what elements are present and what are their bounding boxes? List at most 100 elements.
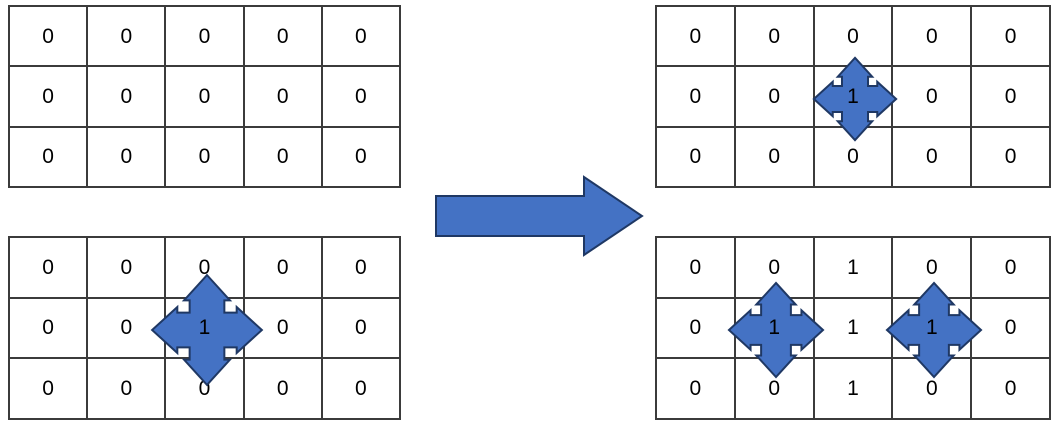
cell-value: 0 [120, 145, 133, 169]
cell-value: 0 [925, 24, 938, 48]
grid-cell: 0 [88, 238, 167, 299]
cell-value: 0 [689, 84, 702, 108]
grid-cell: 0 [10, 67, 89, 128]
cell-value: 0 [847, 24, 859, 48]
grid-cell: 0 [972, 238, 1051, 299]
grid-cell: 0 [244, 67, 323, 128]
cell-value: 0 [689, 24, 702, 48]
grid-cell: 0 [166, 238, 245, 299]
cell-value: 0 [355, 255, 367, 279]
grid-cell: 1 [814, 359, 894, 420]
cell-value: 0 [355, 24, 367, 48]
grid-cell: 0 [322, 67, 401, 128]
cell-value: 0 [276, 84, 289, 108]
grid-cell: 1 [814, 67, 894, 128]
cell-value: 0 [768, 377, 781, 401]
grid-cell: 0 [10, 238, 89, 299]
cell-value: 0 [198, 145, 211, 169]
grid-cell: 0 [10, 359, 89, 420]
cell-value: 1 [768, 316, 781, 340]
grid-cell: 0 [972, 359, 1051, 420]
grid-cell: 0 [88, 298, 167, 360]
grid-cell: 0 [972, 127, 1051, 188]
grid-cell: 0 [657, 359, 736, 420]
grid-cell: 0 [972, 298, 1051, 360]
cell-value: 0 [925, 145, 938, 169]
grid-cell: 0 [735, 238, 815, 299]
grid-cell: 0 [735, 359, 815, 420]
cell-value: 0 [276, 316, 289, 340]
cell-value: 0 [768, 145, 781, 169]
grid-cell: 1 [735, 298, 815, 360]
grid-cell: 0 [10, 7, 89, 68]
grid-cell: 1 [166, 298, 245, 360]
cell-value: 0 [1004, 255, 1017, 279]
grid-cell: 0 [10, 127, 89, 188]
grid-cell: 0 [244, 298, 323, 360]
cell-value: 0 [42, 84, 54, 108]
grid-cell: 0 [893, 7, 973, 68]
cell-value: 0 [355, 316, 367, 340]
grid-cell: 0 [166, 67, 245, 128]
cell-value: 0 [42, 316, 54, 340]
grid-cell: 0 [735, 7, 815, 68]
grid-cell: 0 [972, 7, 1051, 68]
cell-value: 1 [925, 316, 938, 340]
cell-value: 1 [847, 377, 859, 401]
grid-cell: 0 [657, 298, 736, 360]
grid-cell: 0 [893, 127, 973, 188]
grid-cell: 0 [166, 359, 245, 420]
grid-cell: 0 [657, 7, 736, 68]
grid-cell: 0 [88, 7, 167, 68]
grid-cell: 0 [322, 127, 401, 188]
cell-value: 0 [1004, 316, 1017, 340]
cell-value: 0 [768, 255, 781, 279]
cell-value: 0 [689, 377, 702, 401]
grid-cell: 0 [88, 127, 167, 188]
cell-value: 0 [689, 316, 702, 340]
grid-cell: 0 [735, 67, 815, 128]
cell-value: 0 [42, 377, 54, 401]
grid-cell: 0 [893, 238, 973, 299]
grid-cell: 0 [244, 359, 323, 420]
grid-cell: 0 [88, 359, 167, 420]
grid-cell: 1 [893, 298, 973, 360]
grid-cell: 0 [322, 359, 401, 420]
cell-value: 0 [42, 145, 54, 169]
grid-cell: 1 [814, 238, 894, 299]
cell-value: 0 [925, 377, 938, 401]
cell-value: 0 [42, 255, 54, 279]
grid-cell: 0 [322, 238, 401, 299]
grid-cell: 0 [244, 238, 323, 299]
cell-value: 0 [120, 255, 133, 279]
grid-cell: 0 [166, 127, 245, 188]
cell-value: 0 [355, 84, 367, 108]
cell-value: 0 [1004, 377, 1017, 401]
cell-value: 0 [276, 255, 289, 279]
cell-value: 0 [1004, 145, 1017, 169]
cell-value: 0 [198, 255, 211, 279]
grid-cell: 0 [893, 359, 973, 420]
grid-cell: 0 [657, 67, 736, 128]
grid-cell: 0 [814, 7, 894, 68]
grid-cell: 0 [244, 127, 323, 188]
cell-value: 0 [1004, 84, 1017, 108]
cell-value: 0 [198, 24, 211, 48]
cell-value: 0 [120, 84, 133, 108]
grid-cell: 0 [322, 7, 401, 68]
cell-value: 0 [198, 84, 211, 108]
grid-cell: 0 [657, 238, 736, 299]
cell-value: 0 [847, 145, 859, 169]
cell-value: 0 [276, 145, 289, 169]
grid-cell: 0 [244, 7, 323, 68]
grid-cell: 0 [166, 7, 245, 68]
grid-cell: 0 [88, 67, 167, 128]
top-left-grid: 0 0 0 0 0 0 0 0 0 0 0 0 0 0 0 [8, 5, 401, 188]
grid-cell: 0 [657, 127, 736, 188]
cell-value: 0 [120, 24, 133, 48]
right-block-arrow-icon [435, 175, 644, 257]
grid-cell: 0 [322, 298, 401, 360]
grid-cell: 0 [10, 298, 89, 360]
